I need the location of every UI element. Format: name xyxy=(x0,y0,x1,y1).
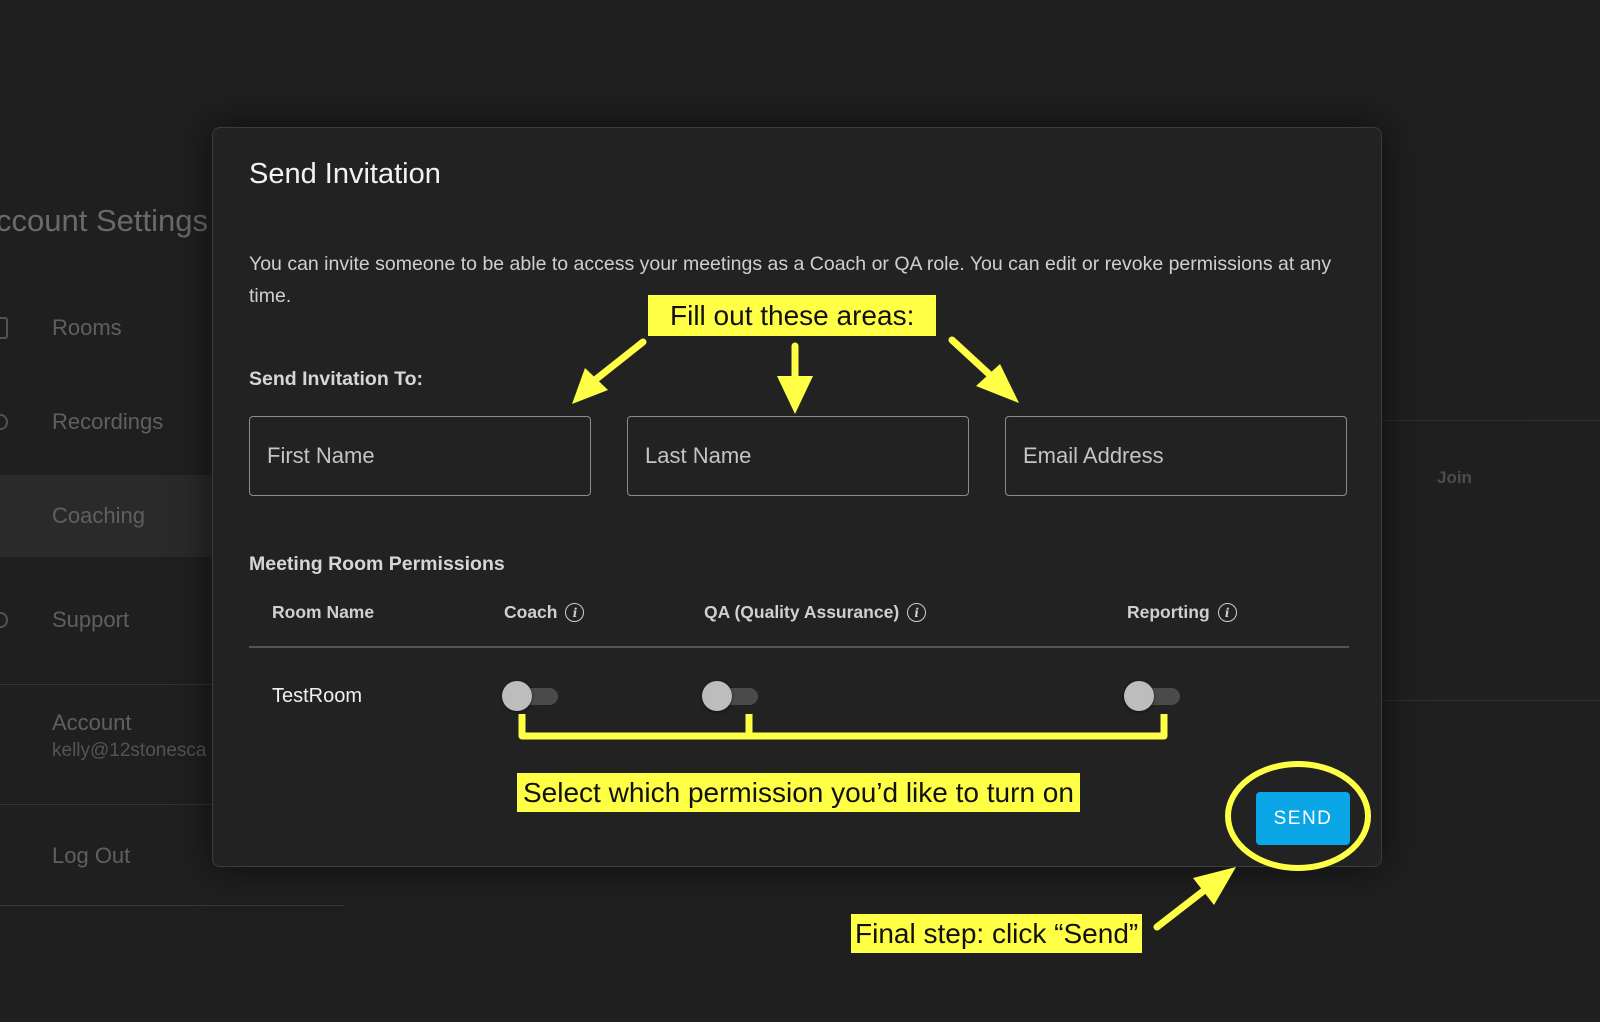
reporting-permission-toggle[interactable] xyxy=(1124,681,1182,711)
last-name-input[interactable] xyxy=(627,416,969,496)
toggle-knob xyxy=(702,681,732,711)
logout-link[interactable]: Log Out xyxy=(52,843,131,868)
email-input[interactable] xyxy=(1005,416,1347,496)
modal-description: You can invite someone to be able to acc… xyxy=(249,253,1332,307)
column-header-label: Room Name xyxy=(272,602,375,622)
sidebar-item-label: Rooms xyxy=(52,315,122,340)
toggle-knob xyxy=(502,681,532,711)
recordings-icon xyxy=(0,414,8,430)
sidebar-item-label: Coaching xyxy=(52,503,145,528)
sidebar-item-support[interactable]: Support xyxy=(0,579,345,661)
toggle-knob xyxy=(1124,681,1154,711)
modal-title: Send Invitation xyxy=(249,158,441,190)
final-step-annotation: Final step: click “Send” xyxy=(851,914,1143,953)
info-icon[interactable]: i xyxy=(1217,603,1237,622)
account-email: kelly@12stonesca xyxy=(52,740,207,761)
send-button[interactable]: SEND xyxy=(1256,792,1350,845)
qa-permission-toggle[interactable] xyxy=(702,681,760,711)
column-header-label: Reporting xyxy=(1127,602,1210,622)
info-icon[interactable]: i xyxy=(907,603,927,622)
sidebar-divider xyxy=(0,804,345,805)
invite-section-label: Send Invitation To: xyxy=(249,368,424,390)
column-header-room-name: Room Name xyxy=(272,602,374,623)
table-header-divider xyxy=(249,646,1349,648)
first-name-input[interactable] xyxy=(249,416,591,496)
account-settings-title: ccount Settings xyxy=(0,203,208,238)
coaching-icon xyxy=(0,507,11,525)
permissions-section-label: Meeting Room Permissions xyxy=(249,553,505,575)
join-column-header: Join xyxy=(1437,468,1472,487)
sidebar-item-rooms[interactable]: Rooms xyxy=(0,287,345,369)
column-header-label: Coach xyxy=(504,602,558,622)
support-icon xyxy=(0,612,8,628)
sidebar-item-account[interactable]: Account kelly@12stonesca xyxy=(52,710,206,762)
sidebar-divider xyxy=(0,905,345,906)
fill-out-annotation: Fill out these areas: xyxy=(648,295,937,336)
send-invitation-modal: Send Invitation You can invite someone t… xyxy=(212,127,1382,867)
account-label: Account xyxy=(52,710,132,735)
sidebar-item-label: Recordings xyxy=(52,409,164,434)
info-icon[interactable]: i xyxy=(565,603,585,622)
sidebar-item-label: Support xyxy=(52,607,130,632)
sidebar-divider xyxy=(0,684,345,685)
column-header-qa: QA (Quality Assurance) i xyxy=(704,602,927,623)
column-header-label: QA (Quality Assurance) xyxy=(704,602,900,622)
coach-permission-toggle[interactable] xyxy=(502,681,560,711)
sidebar-item-recordings[interactable]: Recordings xyxy=(0,381,345,463)
column-header-coach: Coach i xyxy=(504,602,585,623)
room-name-cell: TestRoom xyxy=(272,685,363,707)
rooms-icon xyxy=(0,317,8,339)
column-header-reporting: Reporting i xyxy=(1127,602,1237,623)
select-permission-annotation: Select which permission you’d like to tu… xyxy=(517,773,1080,812)
